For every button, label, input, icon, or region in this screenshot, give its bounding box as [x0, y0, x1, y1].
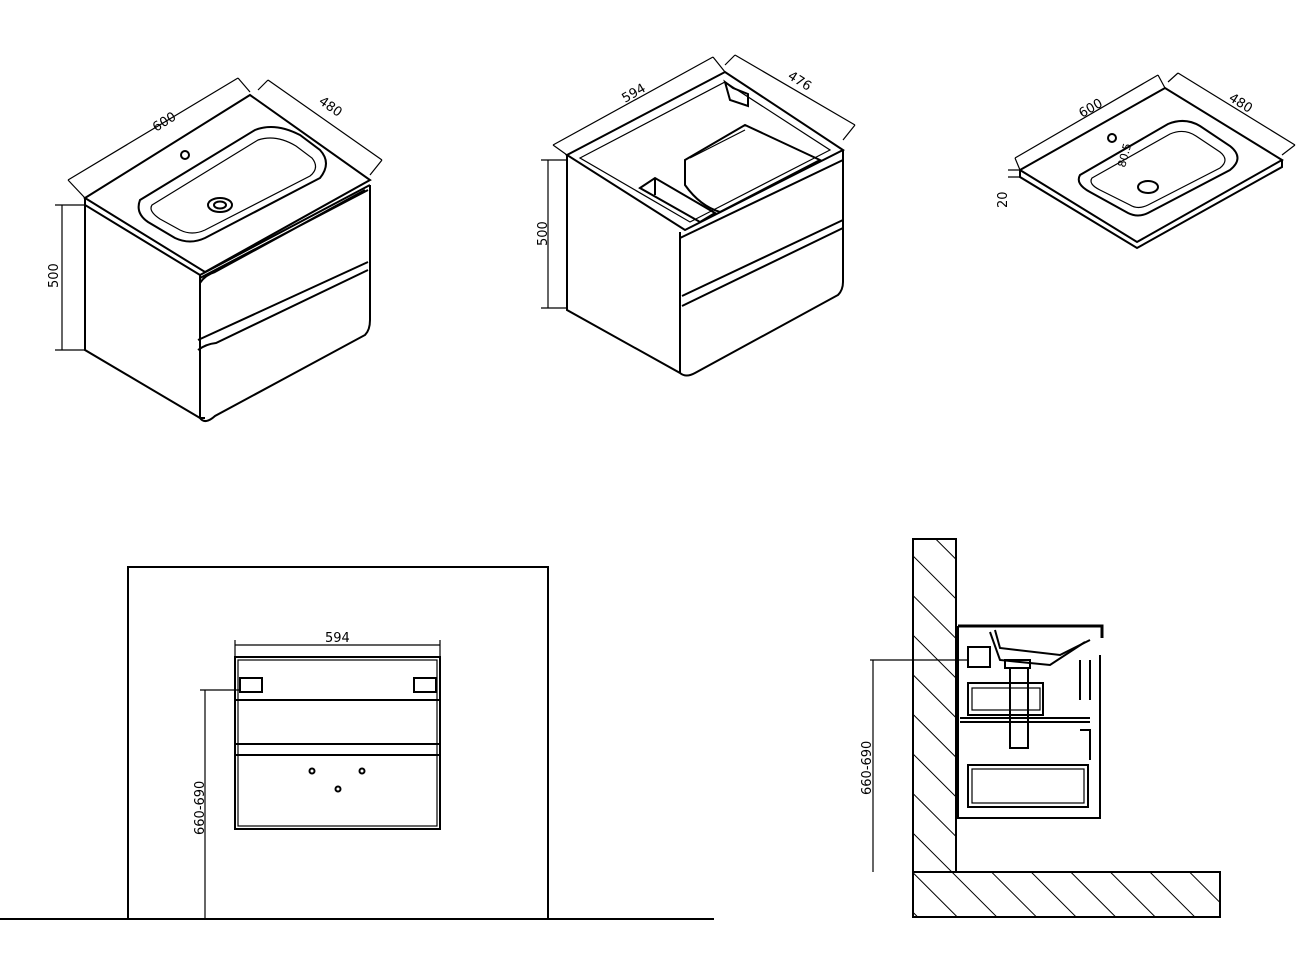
- dim-mount-height: 660-690: [860, 741, 875, 795]
- side-section-view: 660-690: [860, 538, 1221, 918]
- dim-depth: 480: [1226, 91, 1255, 117]
- front-elevation-view: 594 660-690: [0, 566, 714, 920]
- dim-width: 594: [325, 631, 350, 646]
- cabinet-only-view: 594 476 500: [536, 54, 856, 377]
- dim-mount-height: 660-690: [193, 781, 208, 835]
- dim-height: 500: [47, 263, 62, 288]
- dim-thickness: 20: [996, 191, 1011, 208]
- basin-only-view: 600 480 20 80.5: [996, 72, 1296, 250]
- dim-width: 600: [150, 110, 179, 136]
- dim-depth: 476: [785, 69, 814, 95]
- dim-height: 500: [536, 221, 551, 246]
- dim-width: 600: [1077, 96, 1106, 121]
- dim-small: 80.5: [1115, 142, 1134, 169]
- cabinet-with-basin-view: 600 480 500: [47, 77, 383, 422]
- dim-width: 594: [620, 81, 649, 106]
